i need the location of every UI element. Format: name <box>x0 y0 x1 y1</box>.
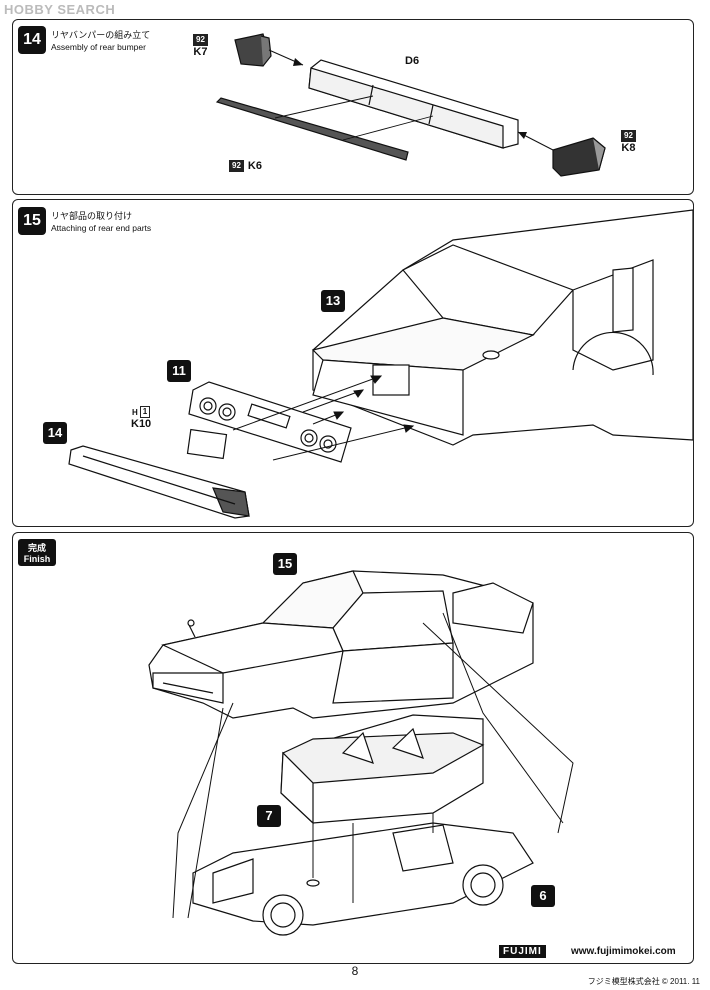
finish-label: 完成 Finish <box>18 539 56 566</box>
rear-bumper-drawing <box>215 33 606 177</box>
step-15-title-jp: リヤ部品の取り付け <box>51 211 133 221</box>
callout-14: 14 <box>43 422 67 444</box>
step-15-title-en: Attaching of rear end parts <box>51 223 152 233</box>
copyright: フジミ模型株式会社 © 2011. 11 <box>587 977 700 986</box>
step-14-number: 14 <box>18 26 46 54</box>
step-15-number: 15 <box>18 207 46 235</box>
rear-end-drawing <box>68 209 693 519</box>
page-number: 8 <box>351 964 359 978</box>
part-11-tail-panel-shape <box>188 381 352 463</box>
part-k6-shape <box>215 97 409 161</box>
part-label-d6: D6 <box>405 55 420 67</box>
step-14-title-jp: リヤバンパーの組み立て <box>51 30 151 40</box>
part-label-k8: 92 K8 <box>621 130 636 154</box>
callout-11: 11 <box>167 360 191 382</box>
step-15-panel: 15 リヤ部品の取り付け Attaching of rear end parts… <box>12 199 694 527</box>
interior-tub-shape <box>280 714 485 825</box>
callout-7: 7 <box>257 805 281 827</box>
brand-url[interactable]: www.fujimimokei.com <box>571 946 676 957</box>
step-14-title-en: Assembly of rear bumper <box>51 42 146 52</box>
callout-13: 13 <box>321 290 345 312</box>
part-k8-shape <box>552 137 606 177</box>
step-14-panel: 14 リヤバンパーの組み立て Assembly of rear bumper 9… <box>12 19 694 195</box>
callout-15: 15 <box>273 553 297 575</box>
chassis-shape <box>192 822 534 936</box>
part-k7-shape <box>234 33 272 67</box>
part-14-bumper-shape <box>68 445 250 519</box>
brand-logo: FUJIMI <box>499 945 546 958</box>
watermark-logo: HOBBY SEARCH <box>4 2 116 17</box>
finish-panel: 完成 Finish 15 7 6 <box>12 532 694 964</box>
part-label-k7: 92 K7 <box>193 34 208 58</box>
callout-6: 6 <box>531 885 555 907</box>
part-k10-plate-shape <box>186 428 228 460</box>
part-label-k6: 92 K6 <box>229 160 262 172</box>
car-body-shape <box>148 570 534 719</box>
part-d6-shape <box>308 59 519 149</box>
car-body-rear-shape <box>311 209 693 446</box>
finish-drawing <box>148 570 574 936</box>
